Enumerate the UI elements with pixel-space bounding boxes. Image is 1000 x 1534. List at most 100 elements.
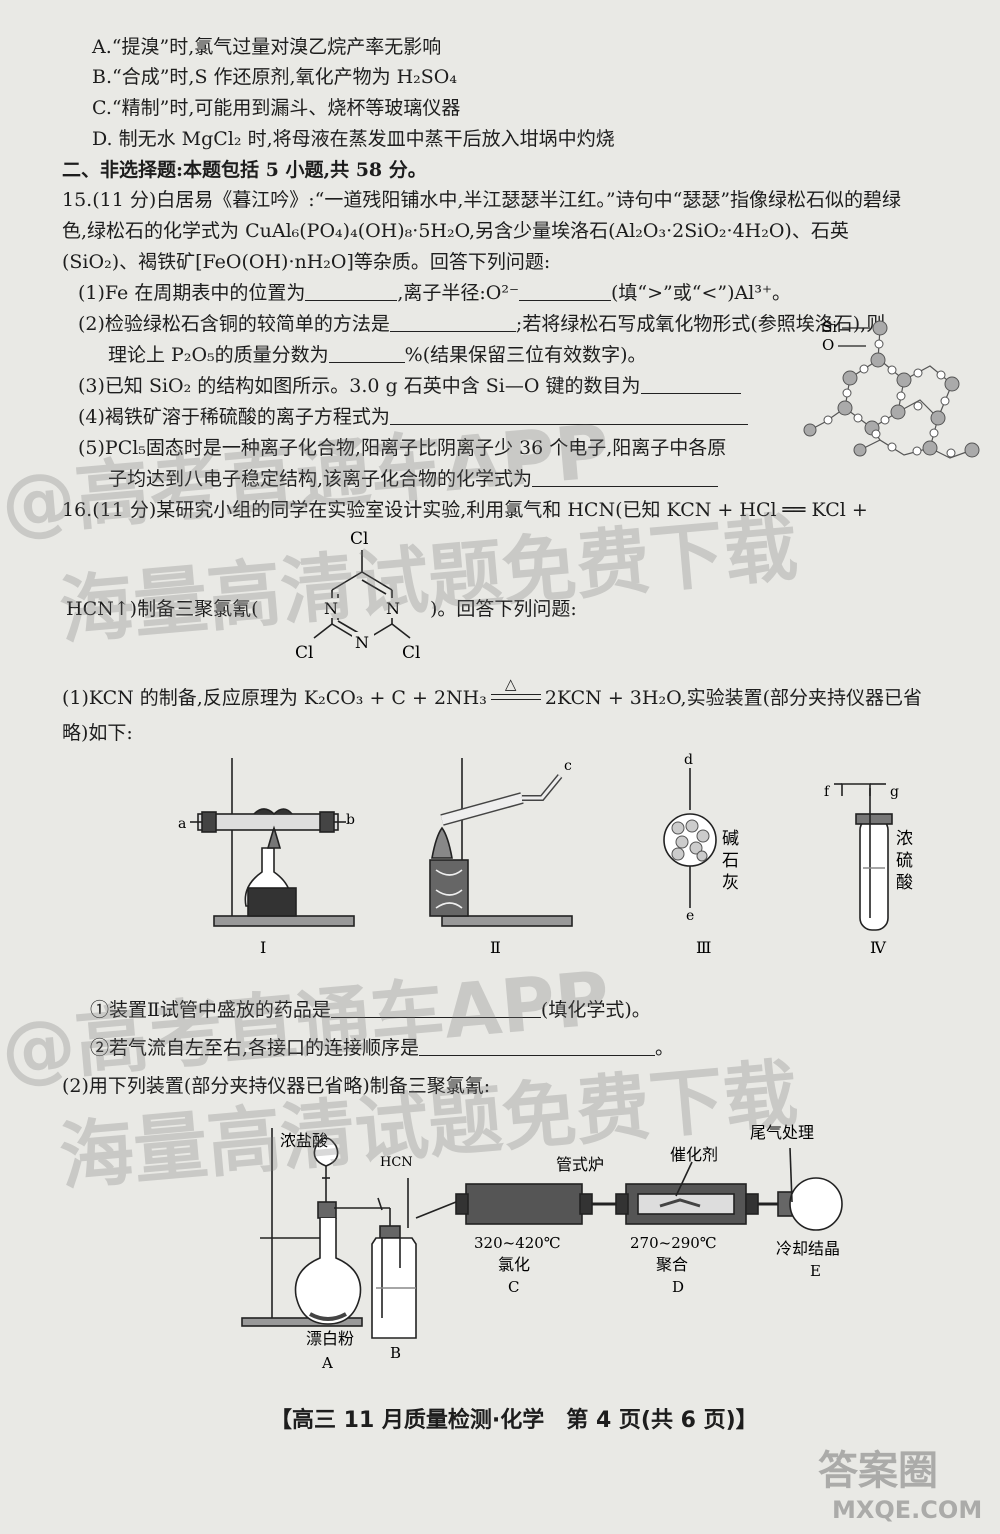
si-label: Si — [822, 318, 837, 336]
q16-part-1: (1)KCN 的制备,反应原理为 K₂CO₃ + C + 2NH₃ △ 2KCN +… — [62, 675, 922, 711]
port-c: c — [564, 758, 572, 774]
answer-blank-connection-order[interactable] — [419, 1035, 656, 1056]
o-label: O — [822, 336, 834, 354]
q16-line-2a: HCN↑)制备三聚氯氰( — [66, 598, 259, 620]
device-label-4: Ⅳ — [870, 938, 887, 957]
label-hcl: 浓盐酸 — [280, 1131, 328, 1150]
label-furnace: 管式炉 — [556, 1155, 604, 1174]
q16-sub-1: ①装置Ⅱ试管中盛放的药品是 (填化学式)。 — [90, 997, 651, 1023]
tube-furnace-c — [465, 1183, 583, 1225]
cl-left: Cl — [295, 643, 313, 663]
label-chlorination: 氯化 — [498, 1255, 530, 1274]
page-footer: 【高三 11 月质量检测·化学 第 4 页(共 6 页)】 — [270, 1408, 758, 1433]
port-d: d — [684, 752, 693, 768]
q15-p2-text-b: ;若将绿松石写成氧化物形式(参照埃洛石),则 — [515, 313, 886, 335]
logo-main: 答案圈 — [818, 1448, 938, 1494]
n-bottom: N — [355, 633, 369, 652]
o-atom-legend — [874, 339, 884, 349]
device-c: C — [508, 1278, 519, 1296]
q15-p2-text-d: %(结果保留三位有效数字)。 — [404, 344, 647, 366]
device-a: A — [321, 1354, 333, 1372]
answer-blank-copper-test[interactable] — [389, 311, 516, 332]
answer-blank-radius[interactable] — [519, 280, 612, 301]
q15-part-5-cont: 子均达到八电子稳定结构,该离子化合物的化学式为 — [108, 466, 719, 492]
answer-blank-p2o5[interactable] — [328, 342, 405, 363]
soda-lime-3: 灰 — [722, 873, 739, 893]
option-c: C.“精制”时,可能用到漏斗、烧杯等玻璃仪器 — [92, 97, 461, 119]
device-d: D — [672, 1278, 684, 1296]
cyanuric-chloride-structure: Cl N N N Cl Cl — [295, 529, 420, 663]
receiving-flask-e — [789, 1177, 843, 1231]
q16-s1-text: ①装置Ⅱ试管中盛放的药品是 — [90, 999, 331, 1021]
answer-blank-ionic-equation[interactable] — [389, 404, 748, 425]
sio2-structure-figure: Si O — [803, 318, 980, 459]
n-left: N — [324, 599, 338, 618]
kcn-apparatus-figure: a b c d e f g 碱 石 灰 浓 硫 酸 I Ⅱ Ⅲ Ⅳ — [178, 752, 913, 957]
q16-line-2b: )。回答下列问题: — [430, 598, 577, 620]
q16-line-1: 16.(11 分)某研究小组的同学在实验室设计实验,利用氯气和 HCN(已知 K… — [62, 499, 868, 521]
q16-s1-text-b: (填化学式)。 — [540, 999, 651, 1021]
device-b: B — [390, 1344, 401, 1362]
q15-p2-text-a: (2)检验绿松石含铜的较简单的方法是 — [78, 313, 390, 335]
q15-p1-text-c: (填“>”或“<”)Al³⁺。 — [611, 282, 791, 304]
q15-part-5: (5)PCl₅固态时是一种离子化合物,阳离子比阴离子少 36 个电子,阳离子中各… — [78, 437, 727, 459]
answer-blank-reagent[interactable] — [330, 997, 541, 1018]
q15-part-1: (1)Fe 在周期表中的位置为 ,离子半径:O²⁻ (填“>”或“<”)Al³⁺。 — [78, 280, 791, 306]
q15-line-3: (SiO₂)、褐铁矿[FeO(OH)·nH₂O]等杂质。回答下列问题: — [62, 251, 551, 273]
label-catalyst: 催化剂 — [670, 1145, 718, 1164]
label-bleach: 漂白粉 — [306, 1329, 354, 1348]
q15-p3-text: (3)已知 SiO₂ 的结构如图所示。3.0 g 石英中含 Si—O 键的数目为 — [78, 375, 641, 397]
device-label-2: Ⅱ — [490, 938, 501, 957]
section-heading: 二、非选择题:本题包括 5 小题,共 58 分。 — [62, 159, 427, 181]
flask-a — [294, 1218, 362, 1325]
device-e: E — [810, 1262, 821, 1280]
q15-part-3: (3)已知 SiO₂ 的结构如图所示。3.0 g 石英中含 Si—O 键的数目为 — [78, 373, 741, 399]
q15-part-2-cont: 理论上 P₂O₅的质量分数为 %(结果保留三位有效数字)。 — [108, 342, 647, 368]
option-b: B.“合成”时,S 作还原剂,氧化产物为 H₂SO₄ — [92, 66, 457, 88]
q16-p1-text-b: 2KCN + 3H₂O,实验装置(部分夹持仪器已省 — [544, 687, 922, 709]
q15-part-2: (2)检验绿松石含铜的较简单的方法是 ;若将绿松石写成氧化物形式(参照埃洛石),则 — [78, 311, 885, 337]
label-crystallization: 冷却结晶 — [776, 1239, 840, 1258]
soda-lime-1: 碱 — [722, 829, 739, 849]
site-logo: 答案圈 MXQE.COM — [818, 1438, 988, 1528]
q16-p1-text-a: (1)KCN 的制备,反应原理为 K₂CO₃ + C + 2NH₃ — [62, 687, 487, 709]
q15-part-4: (4)褐铁矿溶于稀硫酸的离子方程式为 — [78, 404, 748, 430]
q15-line-1: 15.(11 分)白居易《暮江吟》:“一道残阳铺水中,半江瑟瑟半江红。”诗句中“… — [62, 189, 902, 211]
label-polymerization: 聚合 — [656, 1255, 688, 1274]
q16-part-1-cont: 略)如下: — [62, 722, 133, 744]
sulfuric-acid-3: 酸 — [896, 873, 913, 893]
q15-p1-text-a: (1)Fe 在周期表中的位置为 — [78, 282, 306, 304]
port-e: e — [686, 908, 694, 924]
q15-line-2: 色,绿松石的化学式为 CuAl₆(PO₄)₄(OH)₈·5H₂O,另含少量埃洛石… — [62, 220, 849, 242]
cl-right: Cl — [402, 643, 420, 663]
port-a: a — [178, 816, 186, 832]
label-temp-c: 320~420℃ — [474, 1234, 561, 1252]
answer-blank-bond-count[interactable] — [640, 373, 741, 394]
q15-p5-text: 子均达到八电子稳定结构,该离子化合物的化学式为 — [108, 468, 533, 490]
sulfuric-acid-2: 硫 — [896, 851, 913, 871]
heat-symbol: △ — [504, 675, 517, 693]
option-a: A.“提溴”时,氯气过量对溴乙烷产率无影响 — [92, 36, 442, 58]
n-right: N — [386, 599, 400, 618]
logo-url: MXQE.COM — [832, 1496, 983, 1524]
cyanuric-chloride-apparatus: 浓盐酸 HCN 管式炉 催化剂 尾气处理 320~420℃ 氯化 270~290… — [241, 1123, 843, 1372]
port-b: b — [346, 812, 355, 828]
q15-p1-text-b: ,离子半径:O²⁻ — [397, 282, 520, 304]
sulfuric-acid-1: 浓 — [896, 829, 913, 849]
q15-p2-text-c: 理论上 P₂O₅的质量分数为 — [108, 344, 329, 366]
port-g: g — [890, 784, 899, 800]
answer-blank-fe-position[interactable] — [305, 280, 398, 301]
alcohol-lamp-2 — [429, 859, 469, 917]
q16-part-2: (2)用下列装置(部分夹持仪器已省略)制备三聚氯氰: — [62, 1075, 491, 1097]
device-label-1: I — [260, 938, 266, 957]
label-temp-d: 270~290℃ — [630, 1234, 717, 1252]
separatory-funnel — [313, 1137, 339, 1167]
washing-tube — [859, 817, 889, 931]
q16-sub-2: ②若气流自左至右,各接口的连接顺序是。 — [90, 1035, 674, 1061]
cl-top: Cl — [350, 529, 368, 549]
device-label-3: Ⅲ — [696, 938, 711, 957]
si-atom-legend — [872, 320, 888, 336]
soda-lime-2: 石 — [722, 851, 739, 871]
answer-blank-ionic-compound[interactable] — [532, 466, 719, 487]
